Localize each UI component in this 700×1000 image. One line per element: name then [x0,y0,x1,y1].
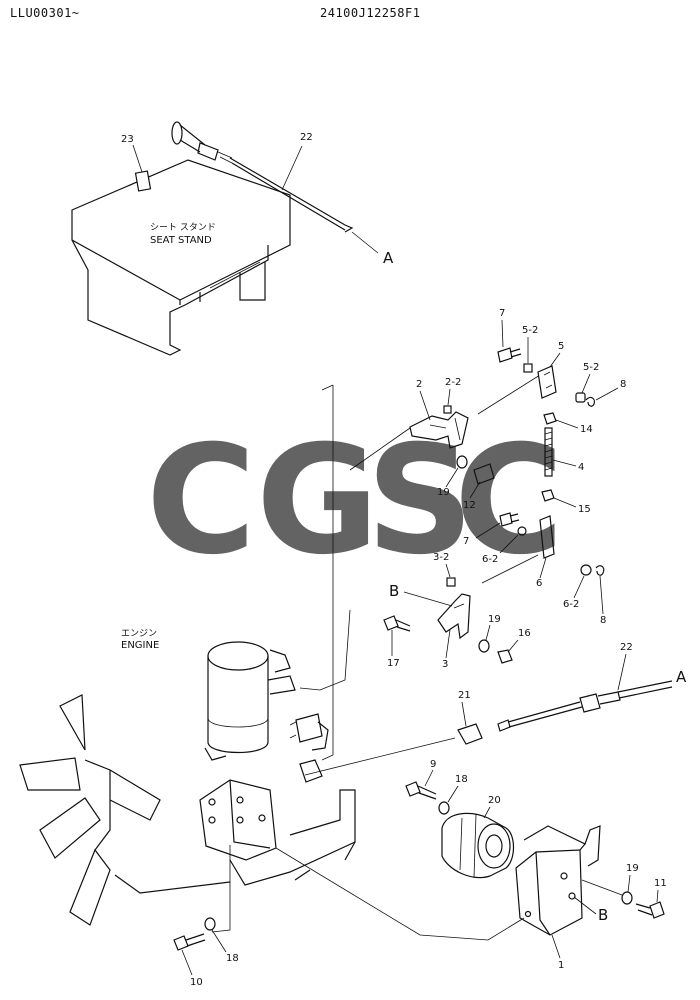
callout-17: 17 [387,658,400,669]
drawing-code-left: LLU00301~ [10,6,80,20]
seat-stand [71,159,291,356]
callout-11: 11 [654,878,667,889]
callout-18-mid: 18 [455,774,468,785]
callout-2: 2 [416,379,422,390]
callout-15: 15 [578,504,591,515]
throttle-cable-lower [457,680,673,745]
callout-8-top: 8 [620,379,626,390]
reference-a-top: A [383,249,394,267]
callout-19-mid: 19 [437,487,450,498]
watermark-letter-4: C [454,414,564,588]
callout-4: 4 [578,462,584,473]
drawing-code-right: 24100J12258F1 [320,6,421,20]
engine [19,641,356,926]
callout-9: 9 [430,759,436,770]
callout-6-2-mid: 6-2 [482,554,498,565]
callout-1: 1 [558,960,564,971]
callout-18-low: 18 [226,953,239,964]
callout-14: 14 [580,424,593,435]
callout-19-low: 19 [488,614,501,625]
callout-20: 20 [488,795,501,806]
watermark: C G S C [146,414,564,588]
callout-8-low: 8 [600,615,606,626]
callout-5-2-right: 5-2 [583,362,599,373]
engine-label-en: ENGINE [121,640,159,651]
callout-7-top: 7 [499,308,505,319]
callout-5-2-top: 5-2 [522,325,538,336]
seat-stand-label-jp: シート スタンド [150,222,216,233]
seat-stand-label-en: SEAT STAND [150,235,212,246]
bracket-assembly-upper [383,347,605,664]
callout-21: 21 [458,690,471,701]
callout-3: 3 [442,659,448,670]
callout-19-right: 19 [626,863,639,874]
watermark-letter-1: C [146,414,256,588]
callout-5: 5 [558,341,564,352]
watermark-letter-2: G [256,414,379,588]
leader-lines [299,374,541,776]
callout-2-2: 2-2 [445,377,461,388]
callout-6-2-low: 6-2 [563,599,579,610]
engine-label-jp: エンジン [121,629,157,639]
callout-22-top: 22 [300,132,313,143]
callout-12: 12 [463,500,476,511]
callout-16: 16 [518,628,531,639]
callout-22-low: 22 [620,642,633,653]
solenoid-bracket-assembly [173,781,665,951]
callout-6: 6 [536,578,542,589]
reference-a-low: A [676,668,687,686]
reference-b-left: B [389,582,399,600]
reference-b-right: B [598,906,608,924]
throttle-knob-rod [134,121,354,233]
watermark-letter-3: S [366,414,474,588]
callout-10: 10 [190,977,203,988]
callout-23: 23 [121,134,134,145]
callout-7-mid: 7 [463,536,469,547]
callout-3-2: 3-2 [433,552,449,563]
